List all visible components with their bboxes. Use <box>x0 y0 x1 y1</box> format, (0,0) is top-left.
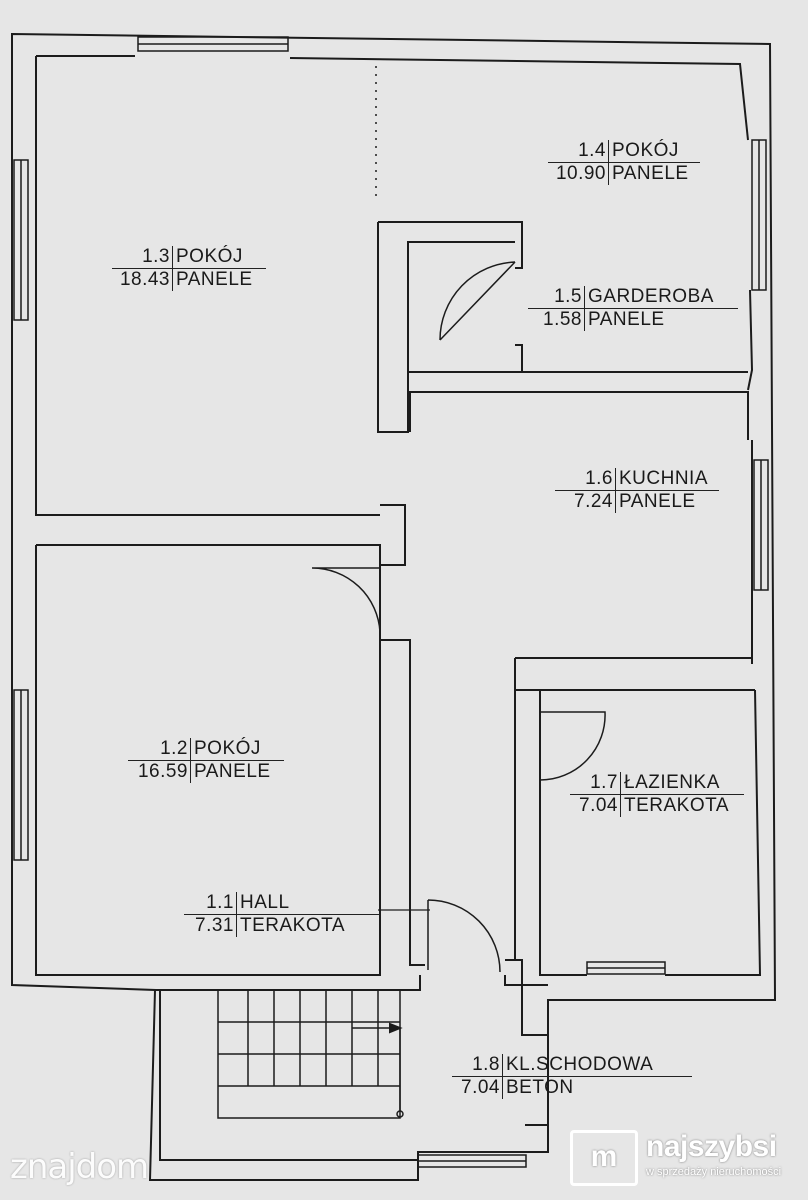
window-right-mid <box>753 459 769 591</box>
wall-bathroom-left <box>505 690 548 1036</box>
room-12-num: 1.2 <box>128 738 191 760</box>
room-18-area: 7.04 <box>452 1077 503 1099</box>
watermark-right: m najszybsi w sprzedaży nieruchomości <box>570 1130 802 1186</box>
door-bathroom <box>539 711 606 781</box>
wall-hall-left <box>380 639 425 966</box>
room-18-name: KL.SCHODOWA <box>506 1054 654 1075</box>
window-bottom <box>417 1154 527 1168</box>
wall-kitchen-bottom <box>514 657 753 691</box>
room-12-floor: PANELE <box>194 761 271 782</box>
room-17-area: 7.04 <box>570 795 621 817</box>
door-hall <box>427 899 501 973</box>
room-12-name: POKÓJ <box>194 738 261 759</box>
room-14-floor: PANELE <box>612 163 689 184</box>
window-left-top <box>13 159 29 321</box>
watermark-tagline: w sprzedaży nieruchomości <box>646 1166 782 1178</box>
room-13-num: 1.3 <box>112 246 173 268</box>
room-17-floor: TERAKOTA <box>624 795 729 816</box>
watermark-logo-icon: m <box>570 1130 638 1186</box>
room-11-num: 1.1 <box>184 892 237 914</box>
room-17-num: 1.7 <box>570 772 621 794</box>
room-15-num: 1.5 <box>528 286 585 308</box>
wall-13-bottom <box>380 504 406 566</box>
outer-wall <box>11 32 777 1181</box>
watermark-brand: najszybsi <box>646 1130 777 1163</box>
room-12-area: 16.59 <box>128 761 191 783</box>
room-16-name: KUCHNIA <box>619 468 709 489</box>
window-top <box>137 36 289 52</box>
room-16-area: 7.24 <box>555 491 616 513</box>
room-16-num: 1.6 <box>555 468 616 490</box>
room-14-name: POKÓJ <box>612 140 679 161</box>
door-room-12 <box>311 567 381 633</box>
outer-wall-inner <box>35 55 762 976</box>
watermark-left: znajdom <box>10 1147 149 1187</box>
room-11-name: HALL <box>240 892 290 913</box>
window-left-bottom <box>13 689 29 861</box>
room-15-area: 1.58 <box>528 309 585 331</box>
room-15-name: GARDEROBA <box>588 286 714 307</box>
room-14-area: 10.90 <box>548 163 609 185</box>
room-13-area: 18.43 <box>112 269 173 291</box>
room-13-name: POKÓJ <box>176 246 243 267</box>
window-bath <box>586 961 666 975</box>
stair-arrowhead <box>389 1022 403 1034</box>
window-right-top <box>751 139 767 291</box>
wall-stairhall-inner <box>159 990 549 1161</box>
room-11-area: 7.31 <box>184 915 237 937</box>
wall-stairhall <box>155 975 548 991</box>
room-13-floor: PANELE <box>176 269 253 290</box>
garderoba-wall <box>377 221 749 440</box>
room-14-num: 1.4 <box>548 140 609 162</box>
room-18-floor: BETON <box>506 1077 574 1098</box>
room-11-floor: TERAKOTA <box>240 915 345 936</box>
room-18-num: 1.8 <box>452 1054 503 1076</box>
room-17-name: ŁAZIENKA <box>624 772 720 793</box>
door-garderoba <box>439 261 516 341</box>
staircase <box>217 989 404 1119</box>
room-16-floor: PANELE <box>619 491 696 512</box>
room-15-floor: PANELE <box>588 309 665 330</box>
